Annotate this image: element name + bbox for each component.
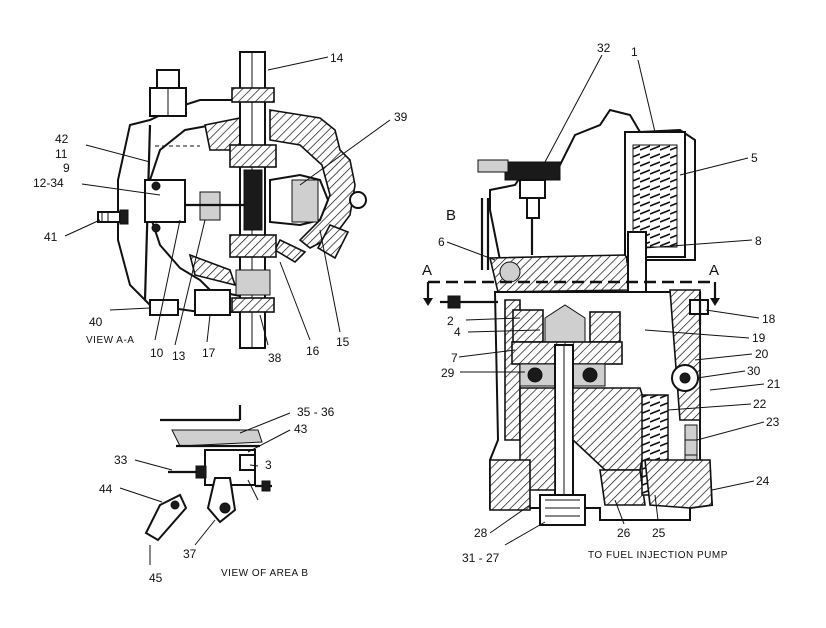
view-a-a-drawing	[97, 51, 367, 349]
callout-35-36: 35 - 36	[297, 405, 335, 419]
callout-10: 10	[150, 346, 164, 360]
callout-1: 1	[631, 45, 638, 59]
view-area-b-drawing	[144, 405, 272, 542]
callout-9: 9	[63, 161, 70, 175]
callout-7: 7	[451, 351, 458, 365]
callout-4: 4	[454, 325, 461, 339]
callout-28: 28	[474, 526, 488, 540]
callout-2: 2	[447, 314, 454, 328]
callout-22: 22	[753, 397, 767, 411]
callout-5: 5	[751, 151, 758, 165]
callout-31-27: 31 - 27	[462, 551, 500, 565]
section-b: B	[446, 207, 456, 224]
callout-24: 24	[756, 474, 770, 488]
callout-labels: 14 39 42 11 9 12-34 41 40 10 13 17 38 16…	[33, 41, 781, 585]
callout-3: 3	[265, 458, 272, 472]
callout-15: 15	[336, 335, 350, 349]
caption-view-area-b: VIEW OF AREA B	[221, 568, 309, 579]
captions: VIEW A-A VIEW OF AREA B TO FUEL INJECTIO…	[86, 335, 728, 579]
callout-39: 39	[394, 110, 408, 124]
view-area-b-leaders	[119, 412, 291, 565]
callout-37: 37	[183, 547, 197, 561]
callout-14: 14	[330, 51, 344, 65]
callout-40: 40	[89, 315, 103, 329]
callout-42: 42	[55, 132, 69, 146]
callout-38: 38	[268, 351, 282, 365]
callout-32: 32	[597, 41, 611, 55]
callout-19: 19	[752, 331, 766, 345]
callout-41: 41	[44, 230, 58, 244]
callout-11: 11	[55, 147, 68, 161]
callout-20: 20	[755, 347, 769, 361]
callout-25: 25	[652, 526, 666, 540]
callout-13: 13	[172, 349, 186, 363]
main-section-drawing	[423, 108, 720, 526]
callout-8: 8	[755, 234, 762, 248]
callout-6: 6	[438, 235, 445, 249]
callout-33: 33	[114, 453, 128, 467]
callout-18: 18	[762, 312, 776, 326]
callout-30: 30	[747, 364, 761, 378]
main-section-leaders	[446, 54, 765, 546]
section-a-right: A	[709, 262, 719, 279]
callout-23: 23	[766, 415, 780, 429]
callout-12-34: 12-34	[33, 176, 64, 190]
callout-43: 43	[294, 422, 308, 436]
callout-26: 26	[617, 526, 631, 540]
callout-16: 16	[306, 344, 320, 358]
callout-17: 17	[202, 346, 216, 360]
view-a-a-leaders	[64, 56, 391, 346]
callout-45: 45	[149, 571, 163, 585]
caption-to-fuel-injection-pump: TO FUEL INJECTION PUMP	[588, 550, 728, 561]
section-a-left: A	[422, 262, 432, 279]
callout-21: 21	[767, 377, 781, 391]
section-marks: A A B	[422, 207, 719, 279]
caption-view-a-a: VIEW A-A	[86, 335, 134, 346]
callout-29: 29	[441, 366, 455, 380]
callout-44: 44	[99, 482, 113, 496]
